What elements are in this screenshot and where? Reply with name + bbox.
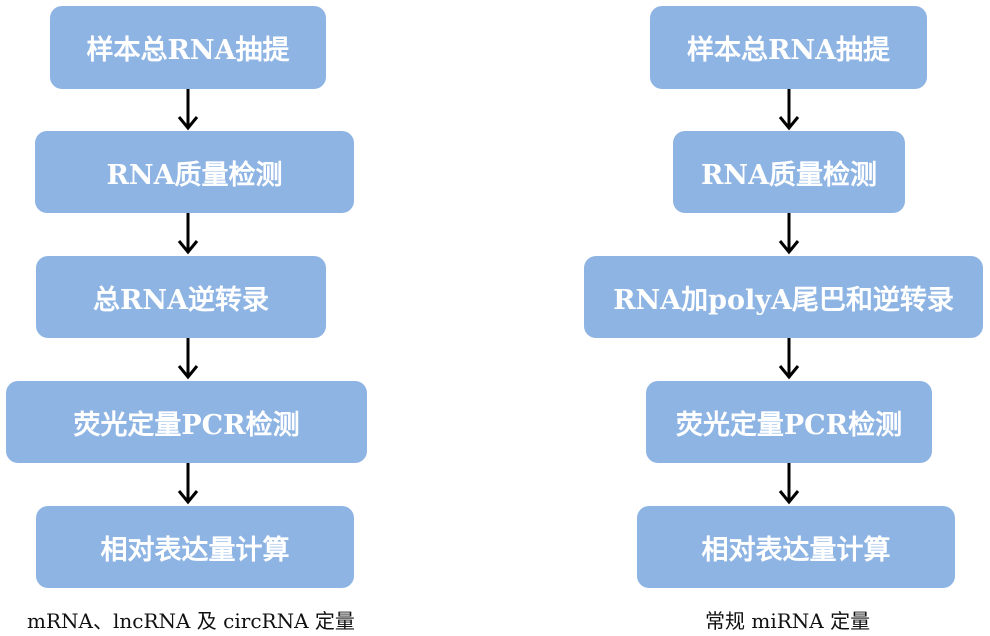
left-step-2: RNA质量检测: [35, 131, 354, 213]
left-arrow-3: [177, 338, 199, 380]
right-step-5-label: 相对表达量计算: [701, 534, 891, 566]
left-step-1: 样本总RNA抽提: [50, 6, 326, 89]
right-step-5: 相对表达量计算: [637, 506, 955, 588]
left-step-3-label: 总RNA逆转录: [92, 284, 270, 316]
right-step-3: RNA加polyA尾巴和逆转录: [584, 256, 983, 338]
right-step-2: RNA质量检测: [673, 131, 905, 213]
right-arrow-2: [778, 213, 800, 255]
left-step-5-label: 相对表达量计算: [100, 534, 290, 566]
left-step-1-label: 样本总RNA抽提: [86, 35, 290, 66]
right-step-1-label: 样本总RNA抽提: [686, 35, 891, 66]
left-arrow-4: [177, 463, 199, 505]
right-caption: 常规 miRNA 定量: [705, 609, 871, 633]
right-arrow-3: [778, 338, 800, 380]
left-step-2-label: RNA质量检测: [106, 159, 283, 191]
left-step-4: 荧光定量PCR检测: [6, 381, 367, 463]
right-step-4: 荧光定量PCR检测: [646, 381, 932, 463]
right-arrow-1: [778, 89, 800, 131]
left-step-5: 相对表达量计算: [36, 506, 354, 588]
left-arrow-1: [177, 89, 199, 131]
right-step-2-label: RNA质量检测: [700, 159, 878, 191]
right-step-1: 样本总RNA抽提: [650, 6, 927, 89]
left-step-4-label: 荧光定量PCR检测: [73, 409, 300, 441]
left-caption: mRNA、lncRNA 及 circRNA 定量: [27, 609, 355, 633]
right-step-3-label: RNA加polyA尾巴和逆转录: [613, 284, 954, 316]
left-arrow-2: [177, 213, 199, 255]
right-arrow-4: [778, 463, 800, 505]
right-step-4-label: 荧光定量PCR检测: [675, 409, 903, 441]
left-step-3: 总RNA逆转录: [36, 256, 326, 338]
